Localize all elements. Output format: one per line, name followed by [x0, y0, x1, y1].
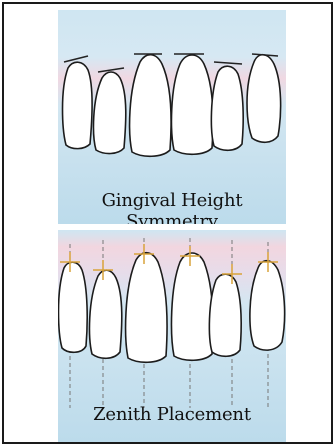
tooth-right-lateral [59, 262, 88, 352]
tooth-right-lateral [63, 62, 93, 148]
tooth-left-lateral [211, 66, 243, 150]
top-caption-line-1: Gingival Height [58, 190, 286, 211]
zenith-placement-panel: Zenith Placement [58, 230, 286, 442]
bottom-caption: Zenith Placement [58, 404, 286, 425]
tooth-left-central [172, 253, 214, 360]
tooth-left-lateral [209, 274, 241, 356]
tooth-left-central [172, 55, 214, 154]
gingival-height-symmetry-panel: Gingival Height Symmetry [58, 10, 286, 224]
tooth-left-canine [247, 55, 281, 143]
top-caption-line-2: Symmetry [58, 211, 286, 224]
tooth-left-canine [250, 261, 285, 350]
